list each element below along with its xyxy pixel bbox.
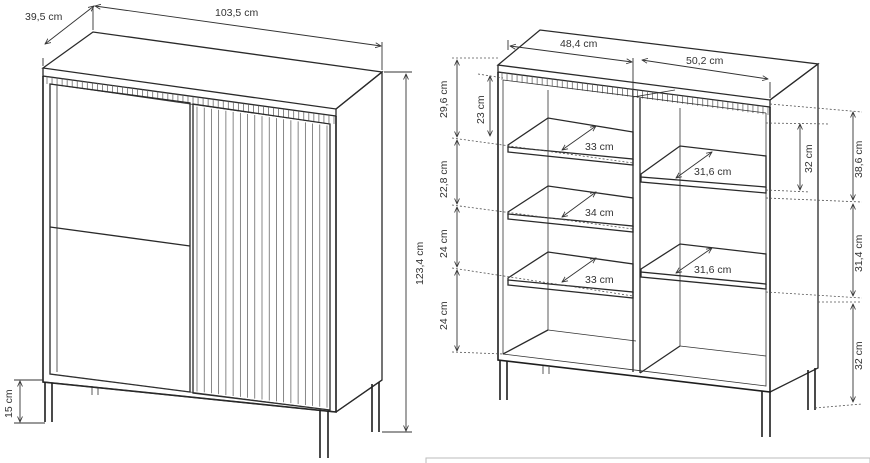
fluted-door-slats <box>196 106 328 408</box>
left-dimensions: 39,5 cm 103,5 cm 123,4 cm 15 cm <box>3 6 426 433</box>
depth-label: 39,5 cm <box>25 11 63 23</box>
right-mid-height-label: 31,4 cm <box>853 234 865 272</box>
left-door-split-line <box>49 226 191 247</box>
width-label: 103,5 cm <box>215 7 258 19</box>
slat-band-height-label: 23 cm <box>475 95 487 124</box>
leg-back-right <box>371 382 380 432</box>
left-compartment-width-label: 48,4 cm <box>560 38 598 50</box>
shelf-gap-3-label: 24 cm <box>438 229 450 258</box>
cabinet-top-edge <box>42 68 337 117</box>
open-cabinet-front-frame <box>497 72 771 393</box>
caption-box-edge <box>425 457 870 463</box>
cabinet-top-surface <box>41 31 384 110</box>
leg-back-left <box>91 386 99 395</box>
center-divider <box>632 97 641 373</box>
right-dimensions: 48,4 cm 50,2 cm 29,6 cm 23 cm 22,8 cm 24… <box>438 38 865 409</box>
left-door <box>49 83 191 393</box>
depth-dimension-line <box>45 6 94 44</box>
leg-height-label: 15 cm <box>3 389 15 418</box>
right-bottom-height-label: 32 cm <box>853 341 865 370</box>
left-cabinet-view <box>41 31 384 458</box>
right-inner-height-label: 32 cm <box>803 144 815 173</box>
shelf-depth-3-label: 33 cm <box>585 274 614 286</box>
height-label: 123,4 cm <box>414 242 426 285</box>
open-leg-back-right <box>807 368 816 410</box>
right-fluted-door <box>192 103 331 411</box>
top-section-height-label: 29,6 cm <box>438 80 450 118</box>
leg-front-left <box>44 382 53 422</box>
shelf-gap-4-label: 24 cm <box>438 301 450 330</box>
open-leg-front-right <box>761 391 771 437</box>
left-shelves <box>507 117 634 299</box>
open-leg-front-left <box>499 360 508 400</box>
right-cabinet-view <box>496 29 820 437</box>
right-shelf-depth-2-label: 31,6 cm <box>694 264 732 276</box>
shelf-gap-2-label: 22,8 cm <box>438 160 450 198</box>
right-compartment-width-label: 50,2 cm <box>686 55 724 67</box>
right-shelf-depth-1-label: 31,6 cm <box>694 166 732 178</box>
open-leg-back-left <box>542 366 550 374</box>
right-top-height-label: 38,6 cm <box>853 140 865 178</box>
width-dimension-line <box>95 6 381 46</box>
leg-front-right <box>319 410 329 458</box>
shelf-depth-1-label: 33 cm <box>585 141 614 153</box>
cabinet-right-side <box>335 70 383 413</box>
shelf-depth-2-label: 34 cm <box>585 207 614 219</box>
